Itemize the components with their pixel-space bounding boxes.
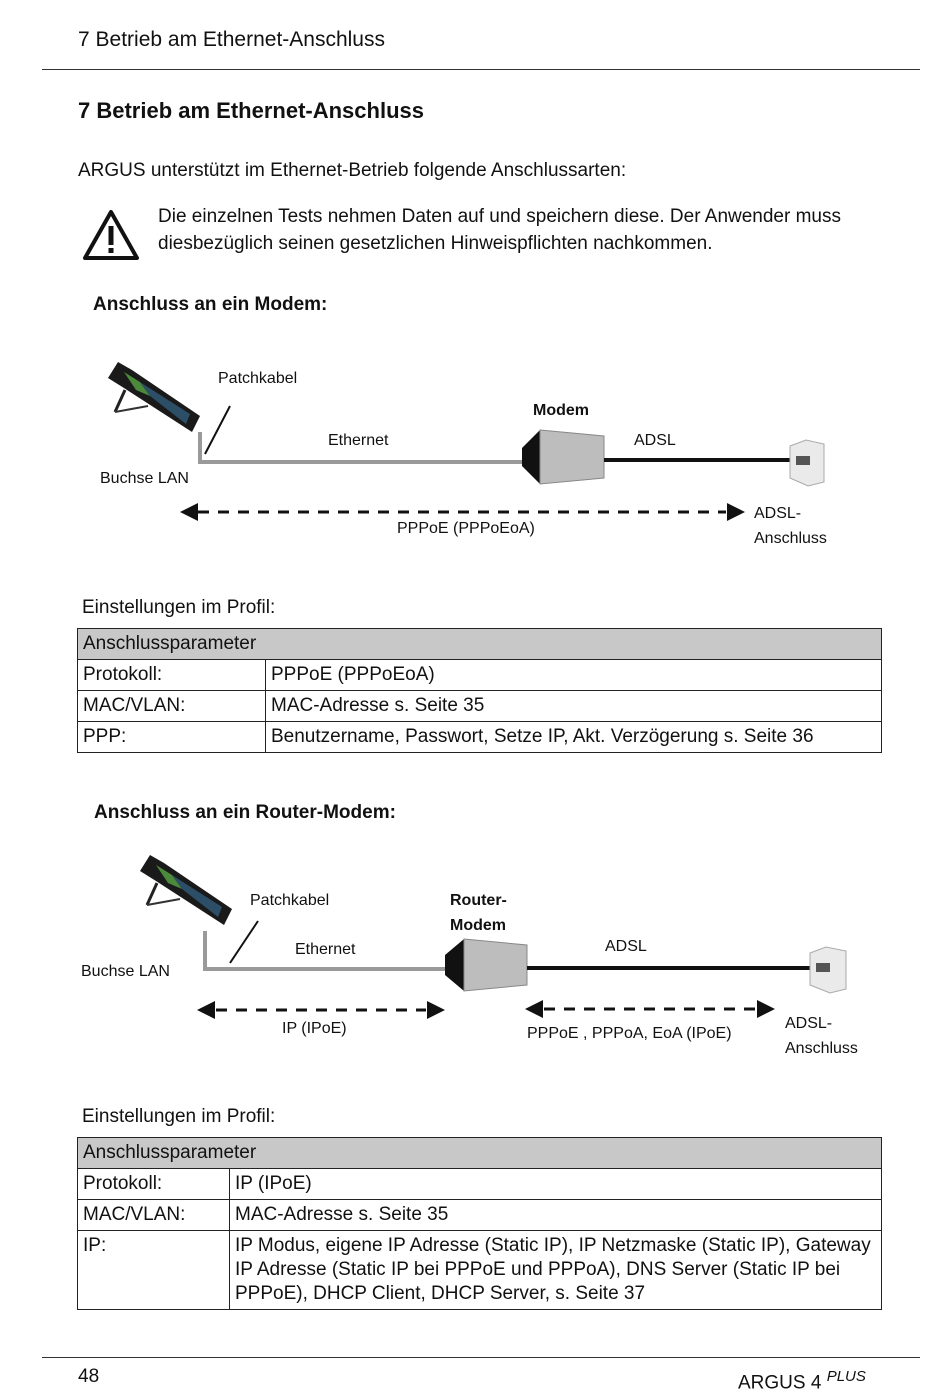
warning-triangle-icon: [83, 210, 139, 260]
table-row: PPP: Benutzername, Passwort, Setze IP, A…: [77, 721, 882, 753]
diagram-modem: Patchkabel Modem Ethernet ADSL Buchse LA…: [0, 340, 950, 570]
section-modem-title: Anschluss an ein Modem:: [93, 294, 328, 315]
label-ethernet: Ethernet: [295, 941, 356, 958]
label-buchse-lan: Buchse LAN: [81, 963, 170, 980]
profile-label: Einstellungen im Profil:: [82, 597, 276, 618]
table-cell-value: MAC-Adresse s. Seite 35: [229, 1199, 882, 1231]
label-modem: Modem: [533, 402, 589, 419]
page-number: 48: [78, 1366, 100, 1387]
label-ip-ipoe: IP (IPoE): [282, 1020, 347, 1037]
table-cell-key: Protokoll:: [77, 1168, 230, 1200]
label-adsl-anschluss-line1: ADSL-: [785, 1015, 833, 1032]
table-cell-key: IP:: [77, 1230, 230, 1310]
tester-device-icon: [140, 855, 232, 925]
table-cell-value: IP (IPoE): [229, 1168, 882, 1200]
label-pppoe-list: PPPoE , PPPoA, EoA (IPoE): [527, 1025, 732, 1042]
label-router-modem-line2: Modem: [450, 917, 506, 934]
table-row: MAC/VLAN: MAC-Adresse s. Seite 35: [77, 1199, 882, 1231]
table-cell-key: Protokoll:: [77, 659, 266, 691]
page-title: 7 Betrieb am Ethernet-Anschluss: [78, 98, 424, 123]
table-header: Anschlussparameter: [77, 1137, 882, 1169]
product-suffix: PLUS: [826, 1368, 866, 1385]
footer-divider: [42, 1357, 920, 1358]
adsl-socket-icon: [789, 439, 825, 487]
table-row: MAC/VLAN: MAC-Adresse s. Seite 35: [77, 690, 882, 722]
modem-icon: [522, 429, 605, 485]
label-adsl: ADSL: [634, 432, 676, 449]
intro-paragraph: ARGUS unterstützt im Ethernet-Betrieb fo…: [78, 160, 627, 181]
table-cell-value: MAC-Adresse s. Seite 35: [265, 690, 882, 722]
table-cell-key: PPP:: [77, 721, 266, 753]
parameters-table: Anschlussparameter Protokoll: PPPoE (PPP…: [77, 628, 882, 753]
diagram-router-modem: Patchkabel Router- Modem Ethernet ADSL B…: [0, 845, 950, 1075]
table-row: IP: IP Modus, eigene IP Adresse (Static …: [77, 1230, 882, 1310]
label-adsl: ADSL: [605, 938, 647, 955]
table-cell-value: PPPoE (PPPoEoA): [265, 659, 882, 691]
section-router-modem-title: Anschluss an ein Router-Modem:: [94, 802, 396, 823]
label-patchkabel: Patchkabel: [218, 370, 298, 387]
label-pppoe: PPPoE (PPPoEoA): [397, 520, 535, 537]
table-cell-key: MAC/VLAN:: [77, 1199, 230, 1231]
adsl-socket-icon: [809, 946, 847, 994]
label-adsl-anschluss-line2: Anschluss: [754, 530, 827, 547]
tester-device-icon: [108, 362, 200, 432]
label-adsl-anschluss-line1: ADSL-: [754, 505, 802, 522]
product-name-text: ARGUS 4: [738, 1372, 822, 1394]
table-row: Protokoll: PPPoE (PPPoEoA): [77, 659, 882, 691]
table-row: Protokoll: IP (IPoE): [77, 1168, 882, 1200]
header-divider: [42, 69, 920, 70]
router-modem-icon: [445, 938, 528, 992]
table-header: Anschlussparameter: [77, 628, 882, 660]
label-patchkabel: Patchkabel: [250, 892, 330, 909]
parameters-table: Anschlussparameter Protokoll: IP (IPoE) …: [77, 1137, 882, 1310]
label-ethernet: Ethernet: [328, 432, 389, 449]
label-adsl-anschluss-line2: Anschluss: [785, 1040, 858, 1057]
product-name: ARGUS 4 PLUS: [738, 1368, 866, 1394]
label-buchse-lan: Buchse LAN: [100, 470, 189, 487]
table-cell-value: IP Modus, eigene IP Adresse (Static IP),…: [229, 1230, 882, 1310]
table-header-row: Anschlussparameter: [77, 628, 882, 660]
profile-label: Einstellungen im Profil:: [82, 1106, 276, 1127]
table-cell-key: MAC/VLAN:: [77, 690, 266, 722]
table-cell-value: Benutzername, Passwort, Setze IP, Akt. V…: [265, 721, 882, 753]
running-header: 7 Betrieb am Ethernet-Anschluss: [78, 28, 385, 51]
table-header-row: Anschlussparameter: [77, 1137, 882, 1169]
warning-text: Die einzelnen Tests nehmen Daten auf und…: [158, 206, 841, 254]
label-router-modem-line1: Router-: [450, 892, 507, 909]
